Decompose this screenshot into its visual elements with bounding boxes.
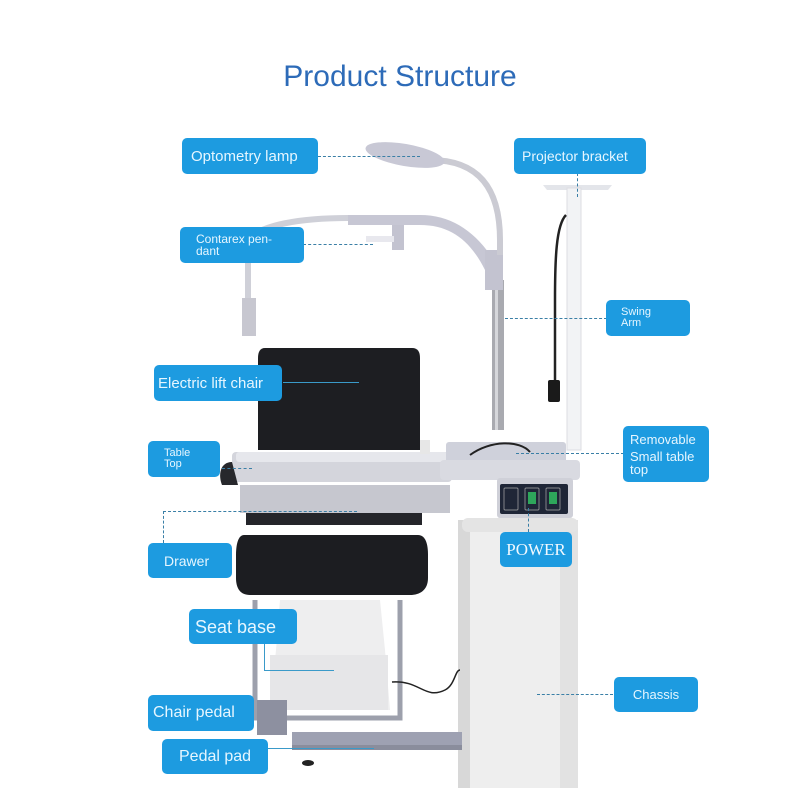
leader-power — [528, 508, 529, 532]
optometry-lamp-shape — [365, 142, 503, 255]
leader-seat-base-v — [264, 642, 265, 670]
label-seat-base: Seat base — [189, 609, 297, 644]
label-table-top: Table Top — [148, 441, 220, 477]
label-projector-bracket: Projector bracket — [514, 138, 646, 174]
leader-seat-base-h — [264, 670, 334, 671]
label-pedal-pad: Pedal pad — [162, 739, 268, 774]
projector-bracket-shape — [543, 185, 612, 451]
leader-table-top — [222, 468, 252, 469]
label-electric-lift-chair: Electric lift chair — [154, 365, 282, 401]
label-chassis: Chassis — [614, 677, 698, 712]
leader-drawer-v — [163, 511, 164, 543]
leader-optometry-lamp — [318, 156, 420, 157]
table-top-shape — [220, 440, 452, 513]
chair-seat-shape — [236, 513, 428, 595]
label-power: POWER — [500, 532, 572, 567]
label-drawer: Drawer — [148, 543, 232, 578]
leader-pedal-pad — [268, 748, 374, 749]
pedal-pad-shape — [257, 700, 462, 766]
removable-table-shape — [440, 442, 580, 532]
leader-projector-bracket — [577, 173, 578, 197]
label-chair-pedal: Chair pedal — [148, 695, 254, 731]
leader-contarex-pendant — [303, 244, 373, 245]
label-optometry-lamp: Optometry lamp — [182, 138, 318, 174]
chair-back-shape — [258, 348, 420, 450]
leader-chassis — [537, 694, 613, 695]
seat-base-shape — [252, 600, 461, 721]
leader-drawer-h — [163, 511, 357, 512]
page-title: Product Structure — [283, 60, 517, 93]
label-removable-small-table-top: Removable Small table top — [623, 426, 709, 482]
label-contarex-pendant: Contarex pen- dant — [180, 227, 304, 263]
label-swing-arm: Swing Arm — [606, 300, 690, 336]
leader-electric-lift-chair — [283, 382, 359, 383]
leader-swing-arm — [505, 318, 607, 319]
leader-removable-table — [516, 453, 624, 454]
